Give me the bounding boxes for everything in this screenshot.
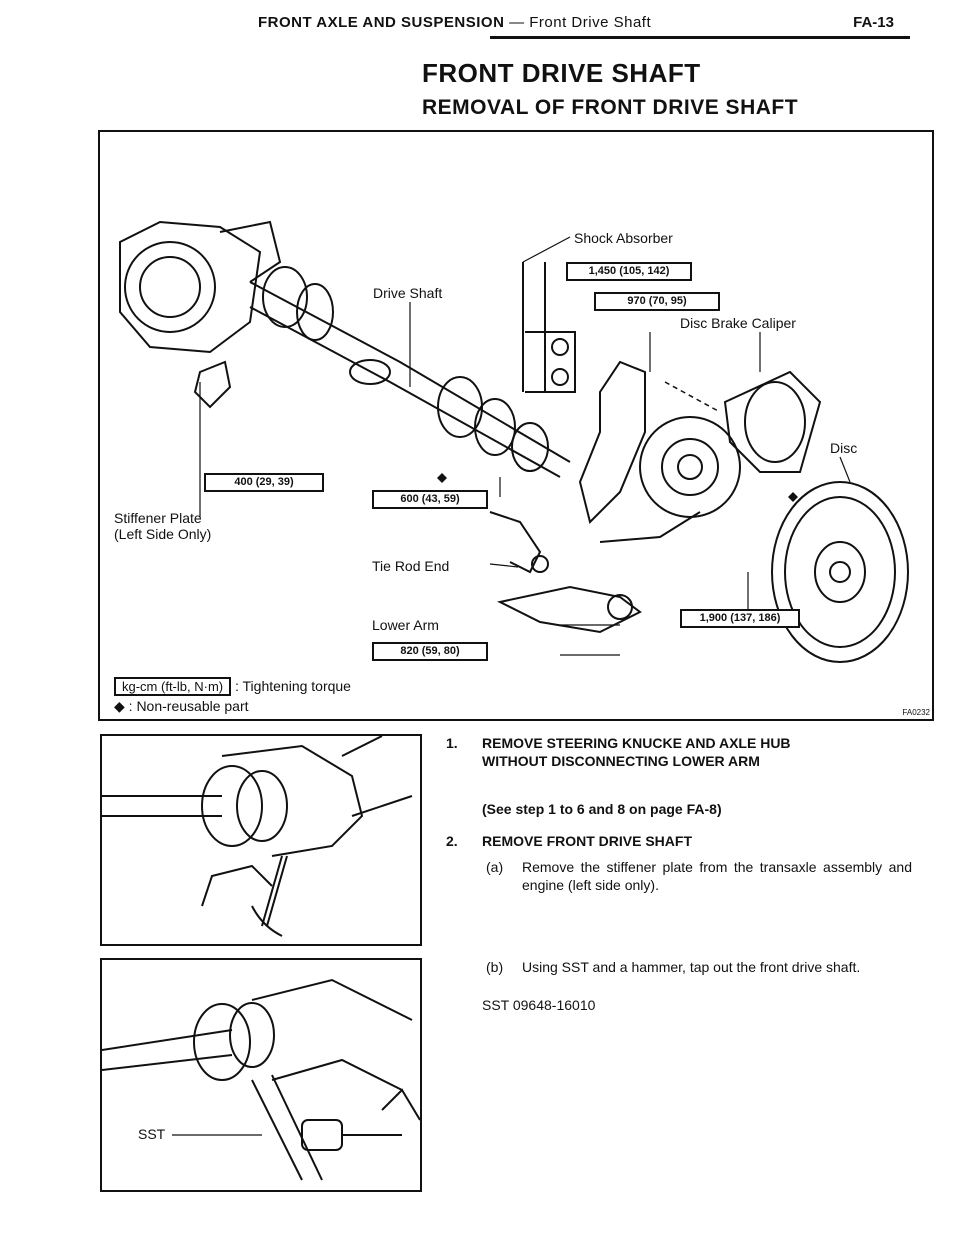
- step-2-title: REMOVE FRONT DRIVE SHAFT: [482, 833, 693, 849]
- label-stiffener-plate-note: (Left Side Only): [114, 526, 212, 542]
- non-reusable-diamond-icon: ◆: [114, 698, 125, 714]
- label-drive-shaft: Drive Shaft: [373, 285, 443, 301]
- photo2-drawing: [102, 978, 420, 1181]
- label-shock-absorber: Shock Absorber: [574, 230, 673, 246]
- step-2-number: 2.: [446, 833, 458, 849]
- legend-non-reusable-desc: : Non-reusable part: [128, 698, 249, 714]
- torque-600: 600 (43, 59): [372, 490, 488, 509]
- legend-unit-desc: : Tightening torque: [235, 678, 351, 694]
- page-header: FRONT AXLE AND SUSPENSION — Front Drive …: [200, 8, 900, 38]
- step-2b-text: Using SST and a hammer, tap out the fron…: [522, 959, 861, 975]
- step-2b-label: (b): [486, 959, 504, 975]
- legend-non-reusable: ◆ : Non-reusable part: [114, 698, 249, 715]
- step-1-note: (See step 1 to 6 and 8 on page FA-8): [482, 801, 722, 817]
- figure-code: FA0232: [902, 708, 930, 717]
- photo-stiffener-plate-removal: [100, 734, 422, 946]
- page-title: FRONT DRIVE SHAFT: [422, 58, 701, 88]
- label-sst: SST: [138, 1126, 166, 1142]
- header-section: FRONT AXLE AND SUSPENSION: [258, 14, 505, 31]
- label-disc-brake-caliper: Disc Brake Caliper: [680, 315, 796, 331]
- step-2b-sst: SST 09648-16010: [482, 997, 596, 1013]
- step-1-number: 1.: [446, 735, 458, 751]
- exploded-diagram: Shock Absorber Drive Shaft Disc Brake Ca…: [98, 130, 934, 721]
- page-number: FA-13: [853, 14, 894, 31]
- step-2a-label: (a): [486, 859, 504, 875]
- diagram-drawing: [119, 220, 909, 663]
- label-stiffener-plate: Stiffener Plate: [114, 510, 202, 526]
- step-1-title: REMOVE STEERING KNUCKE AND AXLE HUB WITH…: [482, 735, 791, 769]
- torque-970: 970 (70, 95): [594, 292, 720, 311]
- legend-tightening-torque: kg-cm (ft-lb, N·m) : Tightening torque: [114, 677, 351, 696]
- step-2a-text: Remove the stiffener plate from the tran…: [522, 859, 912, 893]
- photo-sst-tap-out: SST: [100, 958, 422, 1192]
- torque-400: 400 (29, 39): [204, 473, 324, 492]
- torque-1450: 1,450 (105, 142): [566, 262, 692, 281]
- page-subtitle: REMOVAL OF FRONT DRIVE SHAFT: [422, 96, 799, 119]
- header-rule: [490, 36, 910, 39]
- label-tie-rod-end: Tie Rod End: [372, 558, 450, 574]
- torque-820: 820 (59, 80): [372, 642, 488, 661]
- torque-1900: 1,900 (137, 186): [680, 609, 800, 628]
- label-lower-arm: Lower Arm: [372, 617, 439, 633]
- legend-unit-box: kg-cm (ft-lb, N·m): [114, 677, 232, 696]
- label-disc: Disc: [830, 440, 858, 456]
- header-subsection: Front Drive Shaft: [529, 14, 652, 31]
- header-title: FRONT AXLE AND SUSPENSION — Front Drive …: [258, 14, 651, 31]
- photo1-drawing: [102, 736, 413, 937]
- header-dash: —: [509, 14, 525, 31]
